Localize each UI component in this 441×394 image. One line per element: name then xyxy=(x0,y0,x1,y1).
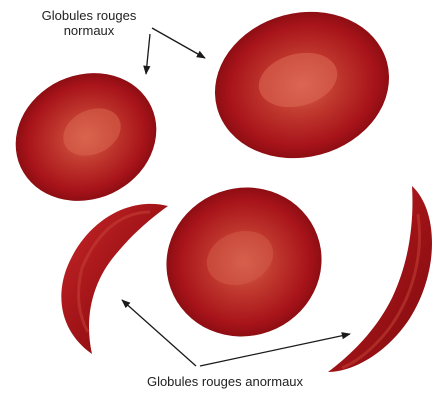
normal-cell-right xyxy=(198,0,405,177)
normal-cells-label: Globules rouges normaux xyxy=(24,8,154,38)
sickle-cell-left xyxy=(61,204,168,354)
normal-label-line2: normaux xyxy=(24,23,154,38)
sickle-cell-right xyxy=(328,186,432,372)
arrow-to-normal-right xyxy=(152,28,205,58)
arrow-to-normal-left xyxy=(146,34,150,74)
normal-label-line1: Globules rouges xyxy=(24,8,154,23)
abnormal-cells-label: Globules rouges anormaux xyxy=(95,374,355,389)
normal-cell-left xyxy=(0,50,177,223)
abnormal-cell-center xyxy=(145,166,342,358)
arrow-to-sickle-right xyxy=(200,334,350,366)
